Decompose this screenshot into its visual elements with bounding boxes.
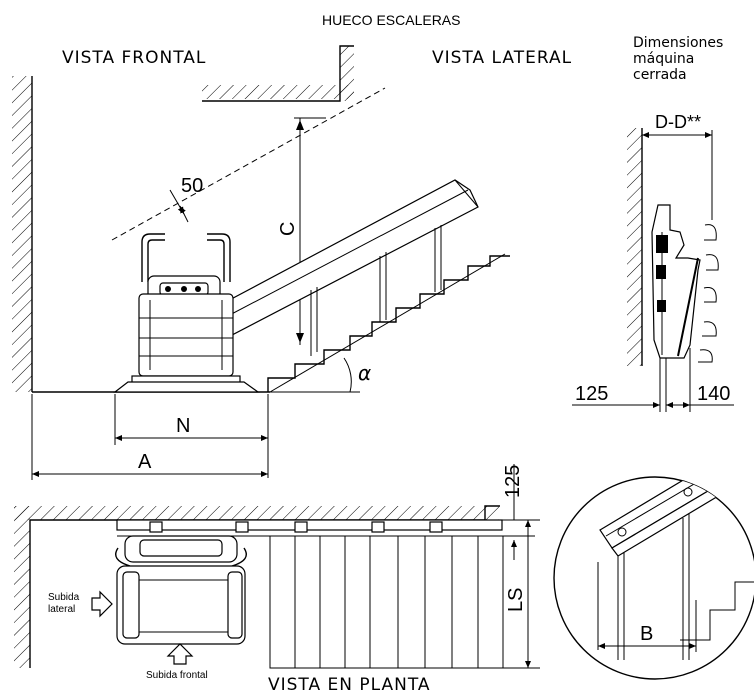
side-view-title: VISTA LATERAL — [432, 48, 572, 68]
width-n-dimension — [114, 394, 269, 478]
closed-dims-line3: cerrada — [633, 67, 687, 83]
detail-b-view — [553, 476, 754, 680]
depth-dd-label: D-D** — [655, 112, 701, 132]
staircase — [267, 253, 510, 393]
angle-alpha-arc — [343, 357, 352, 393]
closed-dims-line2: máquina — [633, 51, 694, 67]
plan-view — [14, 464, 540, 669]
width-a-dimension — [31, 394, 268, 480]
width-n-label: N — [176, 415, 190, 437]
rail-brackets — [149, 521, 443, 533]
clearance-dashed-line — [111, 87, 386, 241]
height-c-label: C — [277, 222, 299, 236]
length-ls-label: LS — [505, 588, 527, 612]
height-c-dimension — [294, 117, 326, 345]
front-entry-arrow — [166, 643, 194, 665]
side-entry-label-2: lateral — [48, 604, 75, 615]
side-entry-label-1: Subida — [48, 592, 80, 603]
plan-125-label: 125 — [502, 465, 524, 498]
angle-alpha-label: α — [358, 361, 371, 385]
left-wall — [12, 76, 33, 392]
detail-b-label: B — [640, 623, 653, 645]
clearance-50-dimension — [169, 189, 189, 223]
rail-140-label: 140 — [697, 383, 730, 405]
stairlift-rail — [219, 179, 479, 356]
closed-machine-view — [572, 128, 734, 412]
platform-front-view — [113, 233, 260, 393]
width-a-label: A — [138, 451, 152, 473]
front-side-view: 50 C α — [12, 45, 510, 480]
front-view-title: VISTA FRONTAL — [62, 48, 206, 68]
stairwell-ceiling — [202, 45, 354, 102]
clearance-50-label: 50 — [181, 175, 203, 197]
wall-125-label: 125 — [575, 383, 608, 405]
stairwell-title: HUECO ESCALERAS — [322, 12, 460, 28]
plan-view-title: VISTA EN PLANTA — [268, 675, 431, 695]
side-entry-arrow — [91, 590, 113, 618]
front-entry-label: Subida frontal — [146, 670, 208, 681]
closed-dims-line1: Dimensiones — [633, 35, 723, 51]
